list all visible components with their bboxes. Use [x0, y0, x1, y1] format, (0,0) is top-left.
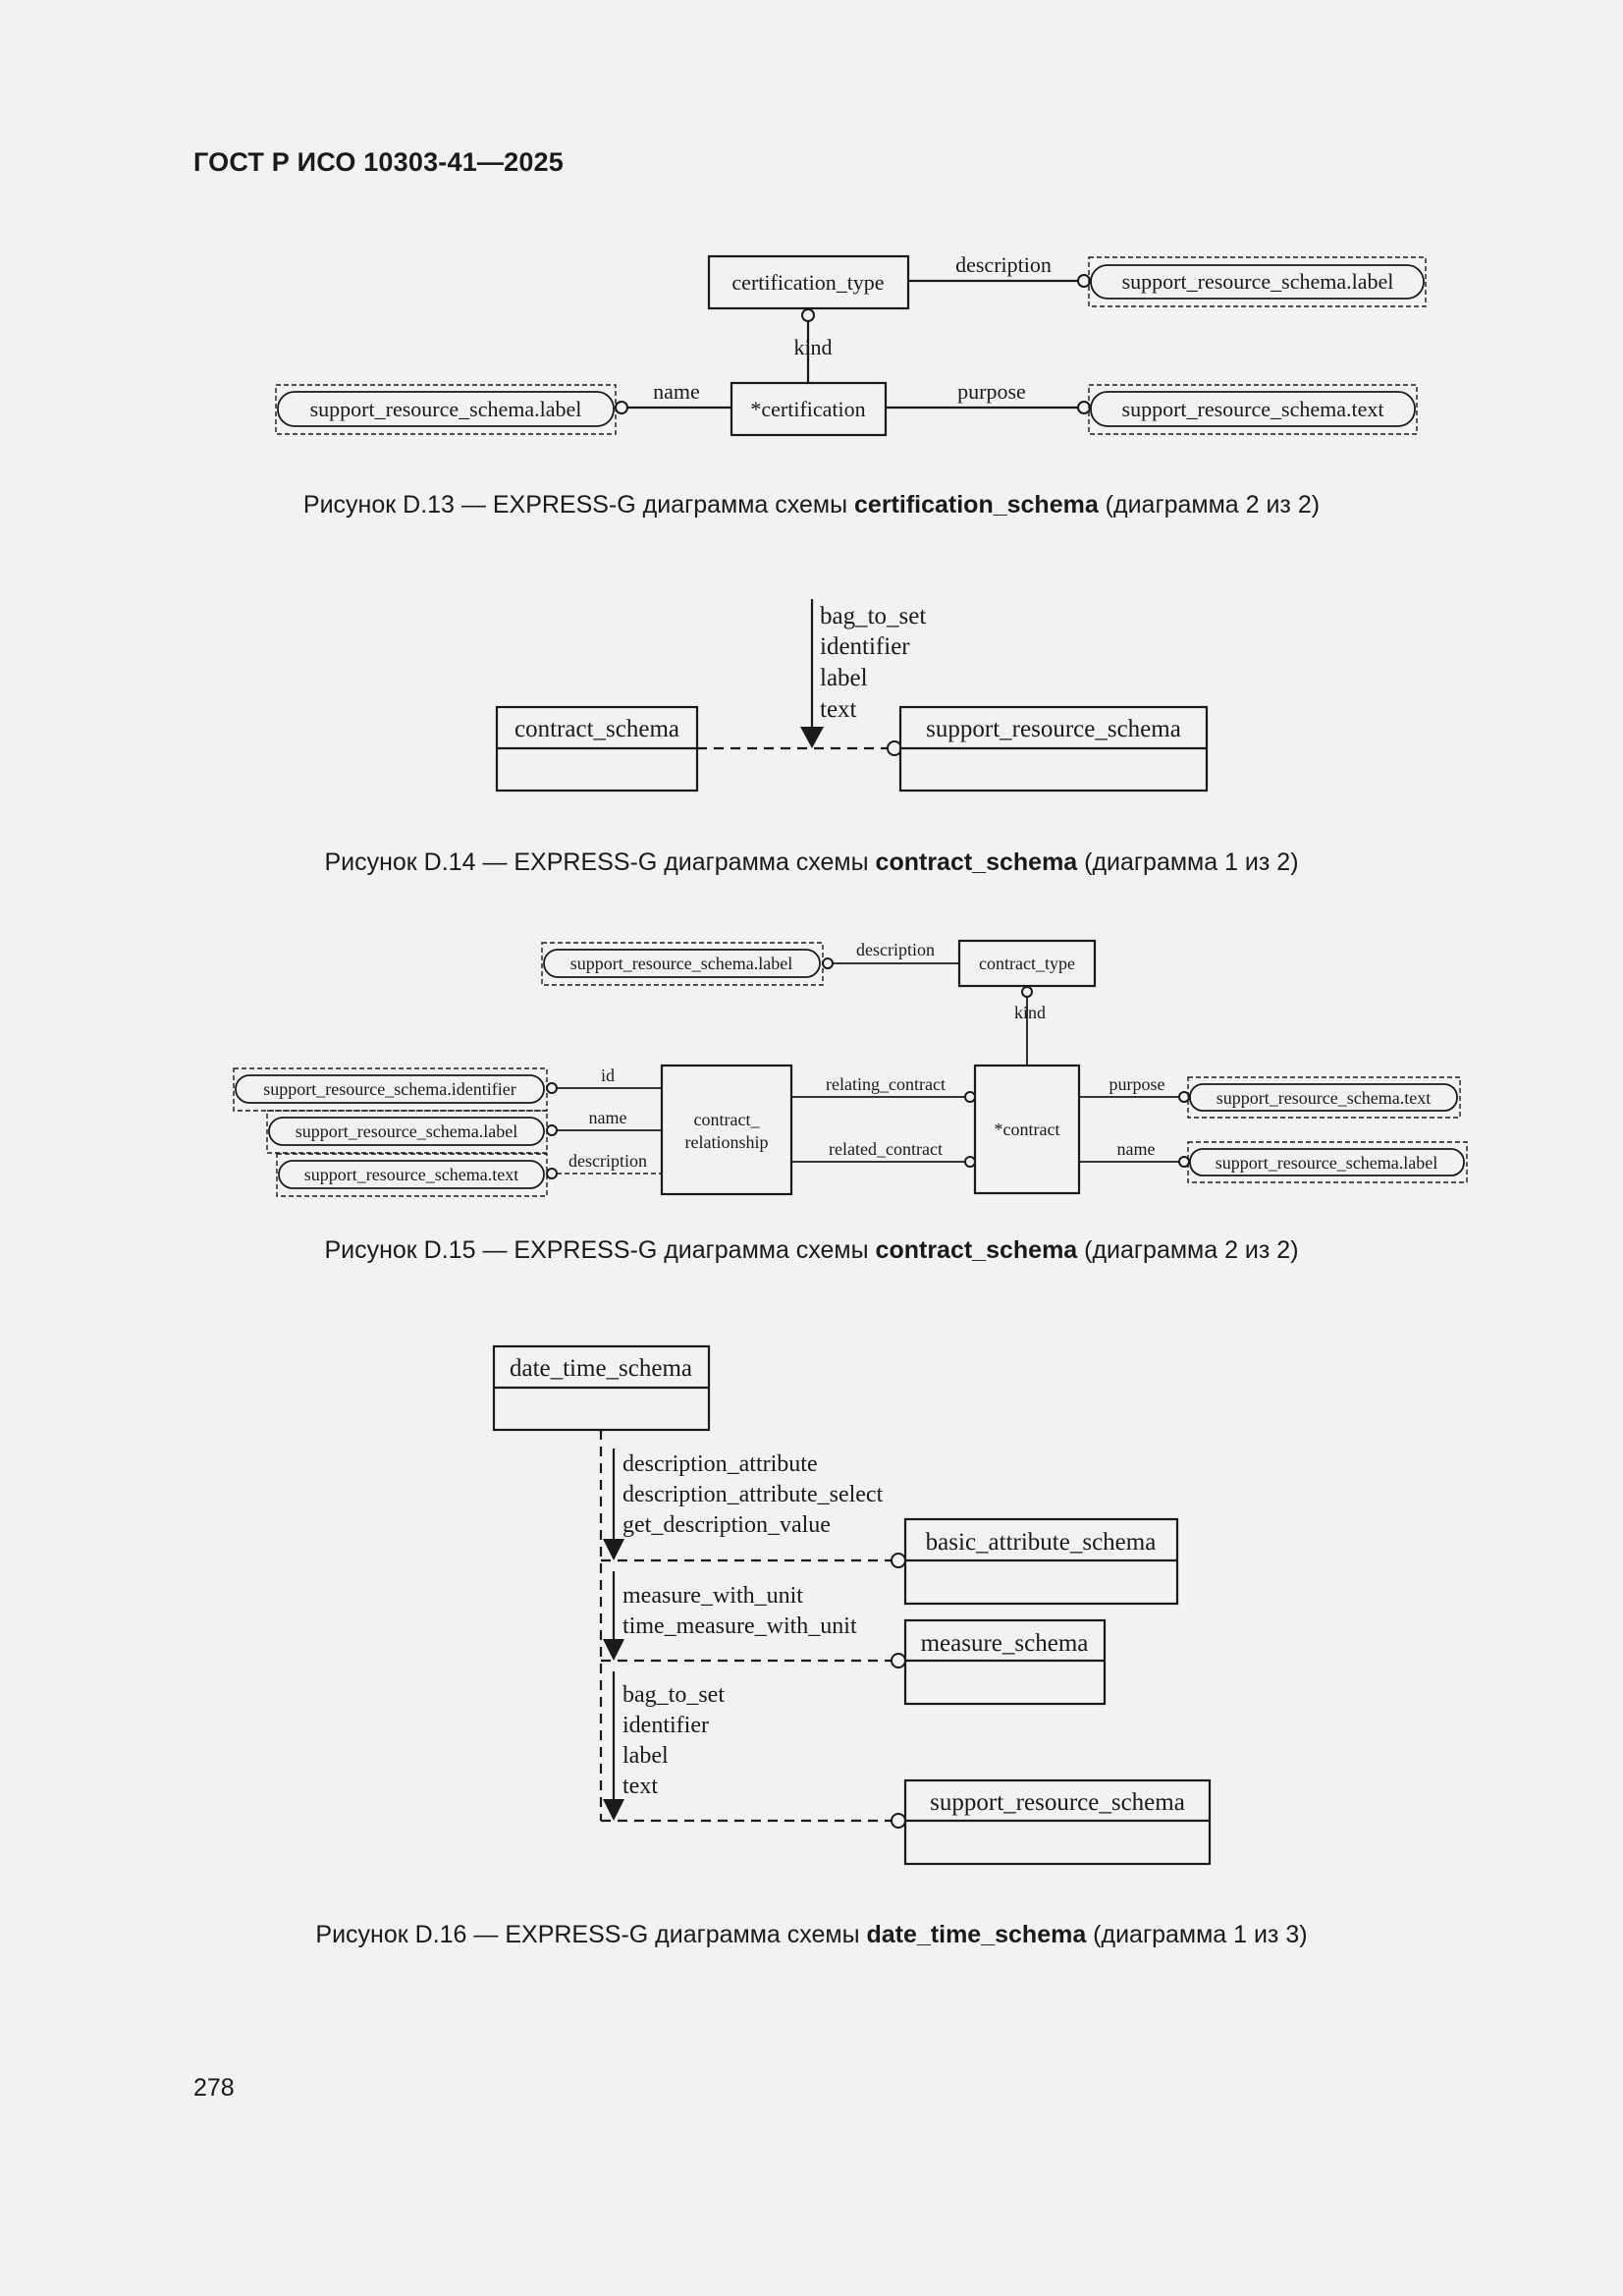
ref-4: text [820, 696, 857, 723]
entity-certification-type [707, 254, 910, 310]
type-support-label-desc [1090, 264, 1425, 300]
entity-certification-label: *certification [750, 397, 865, 421]
caption-d15-prefix: Рисунок D.15 — EXPRESS-G диаграмма схемы [324, 1236, 876, 1264]
attr-description: description [955, 252, 1052, 277]
ref-1: bag_to_set [820, 603, 926, 629]
ref-description-attribute-select: description_attribute_select [622, 1482, 884, 1507]
ref-identifier: identifier [622, 1713, 709, 1738]
caption-d14-suffix: (диаграмма 1 из 2) [1077, 848, 1299, 876]
figure-d16-diagram: date_time_schema description_attribute d… [492, 1344, 1212, 1866]
page-number: 278 [193, 2074, 235, 2102]
caption-d13: Рисунок D.13 — EXPRESS-G диаграмма схемы… [0, 491, 1623, 519]
type-support-label-name [277, 391, 615, 427]
caption-d14-bold: contract_schema [875, 848, 1078, 876]
ref-description-attribute: description_attribute [622, 1451, 818, 1477]
schema-support-resource-d16-label: support_resource_schema [930, 1789, 1185, 1816]
schema-measure [903, 1618, 1107, 1706]
attr-purpose: purpose [957, 379, 1026, 404]
schema-measure-label: measure_schema [921, 1630, 1089, 1657]
attr-id: id [601, 1066, 615, 1085]
ref-get-description-value: get_description_value [622, 1512, 831, 1538]
caption-d14-prefix: Рисунок D.14 — EXPRESS-G диаграмма схемы [324, 848, 876, 876]
caption-d16: Рисунок D.16 — EXPRESS-G диаграмма схемы… [0, 1921, 1623, 1949]
type-support-label-desc-text: support_resource_schema.label [1122, 269, 1394, 294]
caption-d14: Рисунок D.14 — EXPRESS-G диаграмма схемы… [0, 848, 1623, 877]
caption-d13-suffix: (диаграмма 2 из 2) [1098, 491, 1321, 519]
schema-contract-label: contract_schema [514, 716, 679, 742]
caption-d16-prefix: Рисунок D.16 — EXPRESS-G диаграмма схемы [315, 1921, 867, 1948]
type-support-text-purpose [1090, 391, 1416, 427]
attr-description-left: description [568, 1151, 647, 1171]
entity-certification [730, 381, 888, 437]
ref-measure-with-unit: measure_with_unit [622, 1583, 803, 1609]
type-text-right: support_resource_schema.text [1217, 1088, 1431, 1108]
attr-kind: kind [793, 335, 832, 359]
caption-d15: Рисунок D.15 — EXPRESS-G диаграмма схемы… [0, 1236, 1623, 1265]
schema-basic-attribute-label: basic_attribute_schema [926, 1529, 1157, 1556]
ref-time-measure-with-unit: time_measure_with_unit [622, 1613, 857, 1639]
caption-d15-suffix: (диаграмма 2 из 2) [1077, 1236, 1299, 1264]
entity-contract [973, 1064, 1081, 1195]
type-label-top: support_resource_schema.label [570, 954, 792, 973]
attr-name-left: name [589, 1108, 627, 1127]
type-label-right: support_resource_schema.label [1216, 1153, 1437, 1173]
schema-support-resource-label: support_resource_schema [926, 716, 1181, 742]
schema-date-time-label: date_time_schema [510, 1355, 692, 1382]
attr-relating-contract: relating_contract [826, 1074, 946, 1094]
page-header: ГОСТ Р ИСО 10303-41—2025 [193, 147, 564, 177]
attr-purpose: purpose [1109, 1074, 1165, 1094]
entity-contract-label: *contract [995, 1120, 1060, 1139]
caption-d13-bold: certification_schema [854, 491, 1099, 519]
type-support-text-purpose-text: support_resource_schema.text [1122, 397, 1384, 421]
schema-support-resource-d16 [903, 1778, 1212, 1866]
figure-d14-diagram: contract_schema support_resource_schema … [495, 599, 1209, 793]
type-support-label-name-text: support_resource_schema.label [310, 397, 582, 421]
caption-d16-bold: date_time_schema [866, 1921, 1087, 1948]
ref-2: identifier [820, 633, 910, 660]
caption-d13-prefix: Рисунок D.13 — EXPRESS-G диаграмма схемы [302, 491, 855, 519]
entity-contract-relationship-line1: contract_ [694, 1110, 761, 1129]
entity-certification-type-label: certification_type [731, 270, 884, 295]
entity-contract-relationship-line2: relationship [685, 1132, 769, 1152]
attr-name: name [653, 379, 700, 404]
attr-description-top: description [856, 940, 935, 959]
ref-3: label [820, 665, 868, 691]
attr-kind: kind [1014, 1003, 1046, 1022]
type-label-mid: support_resource_schema.label [296, 1121, 517, 1141]
type-text-left: support_resource_schema.text [304, 1165, 518, 1184]
ref-label: label [622, 1743, 669, 1769]
entity-contract-type-label: contract_type [979, 954, 1075, 973]
attr-name-right: name [1117, 1139, 1156, 1159]
ref-bag-to-set: bag_to_set [622, 1682, 725, 1708]
caption-d15-bold: contract_schema [875, 1236, 1078, 1264]
figure-d13-diagram: certification_type description support_r… [275, 252, 1427, 437]
type-identifier: support_resource_schema.identifier [263, 1079, 515, 1099]
caption-d16-suffix: (диаграмма 1 из 3) [1086, 1921, 1308, 1948]
figure-d15-diagram: support_resource_schema.label descriptio… [233, 939, 1468, 1197]
entity-contract-relationship [660, 1064, 793, 1196]
attr-related-contract: related_contract [829, 1139, 943, 1159]
ref-text: text [622, 1774, 658, 1799]
